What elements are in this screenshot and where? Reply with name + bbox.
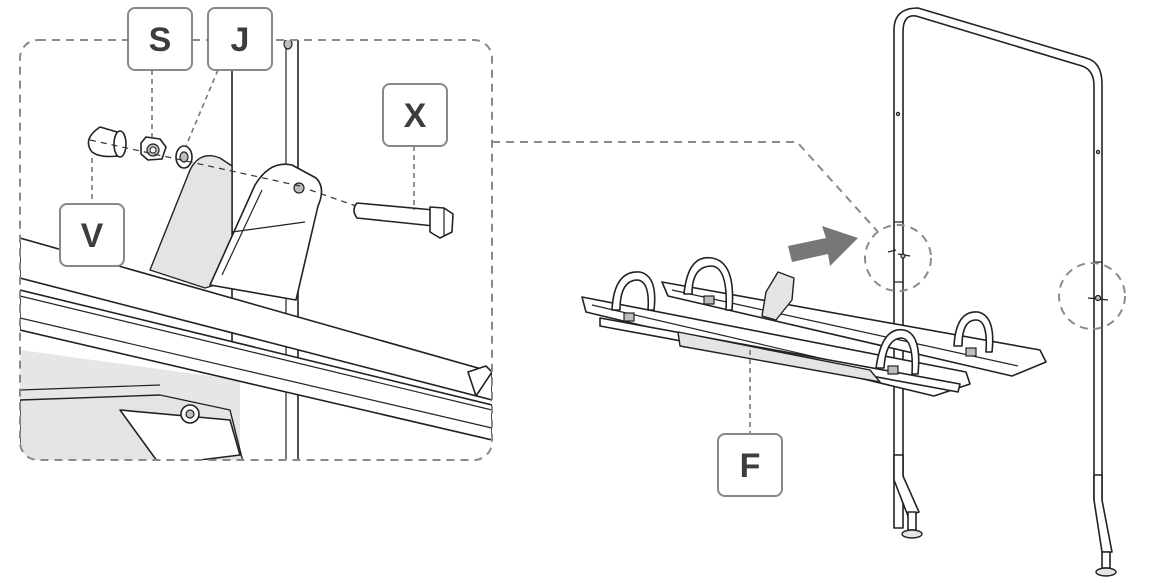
detail-inset-drawing <box>20 40 492 460</box>
wheel-strap-1 <box>611 271 656 311</box>
washer <box>175 145 193 169</box>
frame-left-foot <box>893 454 920 517</box>
inset-rear-bracket <box>149 155 233 289</box>
inset-rail-side <box>20 289 492 441</box>
label-x: X <box>382 83 448 147</box>
label-j-text: J <box>231 21 250 59</box>
lock-nut <box>140 136 167 161</box>
detail-inset: S J X V <box>19 7 493 461</box>
frame-left-upright <box>893 7 1103 529</box>
tray-back-rail <box>661 281 1047 377</box>
frame-right-foot <box>1093 474 1113 553</box>
label-v: V <box>59 203 125 267</box>
wheel-strap-3 <box>875 328 920 375</box>
label-f: F <box>717 433 783 497</box>
foot-right <box>1095 551 1117 577</box>
label-s: S <box>127 7 193 71</box>
tray-mount-bracket <box>761 271 795 321</box>
label-j: J <box>207 7 273 71</box>
inset-rail-endcap <box>467 365 492 397</box>
tray-under-support <box>677 331 881 383</box>
wheel-strap-2 <box>683 256 734 311</box>
label-f-text: F <box>740 447 761 485</box>
assembly-axis-line <box>89 139 357 207</box>
inset-rail-top <box>20 237 492 401</box>
label-v-text: V <box>81 217 104 255</box>
bike-carrier-tray <box>581 256 1047 397</box>
foot-left <box>901 511 923 539</box>
cap-nut-cover <box>87 126 127 158</box>
detail-circle-left <box>864 224 932 292</box>
wheel-strap-4 <box>953 311 994 353</box>
leader-j <box>185 69 219 147</box>
rack-frame <box>893 7 1117 577</box>
inset-front-bracket <box>209 163 323 301</box>
bolt <box>353 202 454 239</box>
inset-mast-screw <box>283 40 293 50</box>
insertion-arrow <box>788 226 858 266</box>
detail-circle-right <box>1058 262 1126 330</box>
label-s-text: S <box>149 21 172 59</box>
inset-callout-connector <box>492 141 879 233</box>
label-x-text: X <box>404 97 427 135</box>
